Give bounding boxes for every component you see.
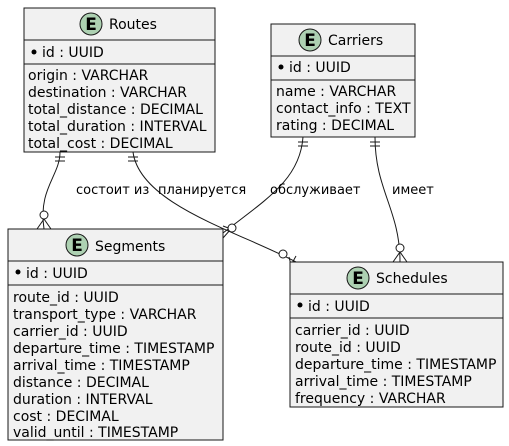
entity-segments-box [7,228,224,441]
entity-carriers-field: name : VARCHAR [276,84,396,100]
entity-routes-field: total_distance : DECIMAL [28,102,203,118]
entity-schedules: E Schedules id : UUID carrier_id : UUID … [289,261,504,408]
relation-label-carriers-schedules: имеет [392,183,434,198]
routes-segments-one-marker [55,156,65,162]
entity-segments-field: arrival_time : TIMESTAMP [13,358,190,374]
entity-schedules-pk: id : UUID [308,299,370,315]
relation-label-routes-segments: состоит из [76,183,149,198]
entity-segments-field: duration : INTERVAL [13,392,153,408]
entity-schedules-box [289,261,504,408]
entity-routes: E Routes id : UUID origin : VARCHAR dest… [23,7,216,153]
carriers-schedules-one-marker [370,141,380,147]
entity-schedules-field: departure_time : TIMESTAMP [295,357,496,373]
routes-segments-many-marker [36,210,52,230]
primary-key-icon [278,64,284,70]
entity-segments-pk: id : UUID [26,266,88,282]
relation-label-routes-schedules: планируется [158,183,246,198]
entity-carriers: E Carriers id : UUID name : VARCHAR cont… [270,23,416,138]
carriers-segments-one-marker [298,141,308,147]
entity-segments-field: route_id : UUID [13,290,119,306]
entity-segments-field: carrier_id : UUID [13,324,128,340]
primary-key-icon [31,49,37,55]
carriers-segments-many-marker [222,223,237,239]
entity-segments-field: transport_type : VARCHAR [13,307,197,323]
entity-letter-icon [79,12,103,36]
entity-carriers-badge-letter: E [304,31,316,51]
primary-key-icon [15,269,21,275]
relationship-markers [36,141,408,267]
entity-schedules-field: arrival_time : TIMESTAMP [295,374,472,390]
entity-segments-field: departure_time : TIMESTAMP [13,341,214,357]
entity-carriers-title: Carriers [328,33,383,49]
entity-segments-badge-letter: E [71,236,83,256]
relation-label-carriers-segments: обслуживает [270,183,361,198]
routes-schedules-one-marker [128,156,138,162]
edge-routes-schedules [132,151,297,263]
entity-schedules-title: Schedules [376,271,448,287]
entity-routes-title: Routes [109,17,157,33]
entity-routes-field: total_duration : INTERVAL [28,119,207,135]
entity-routes-badge-letter: E [85,15,97,35]
entity-routes-field: total_cost : DECIMAL [28,136,173,152]
entity-carriers-field: contact_info : TEXT [276,101,411,117]
entity-schedules-field: carrier_id : UUID [295,323,410,339]
entity-segments-field: valid_until : TIMESTAMP [13,425,178,441]
entity-routes-field: destination : VARCHAR [28,85,187,101]
entity-routes-pk: id : UUID [42,45,104,61]
entity-letter-icon [298,28,322,52]
entity-carriers-pk: id : UUID [289,60,351,76]
entity-segments: E Segments id : UUID route_id : UUID tra… [7,228,224,441]
carriers-schedules-many-marker [392,243,408,263]
entity-letter-icon [65,233,89,257]
entity-letter-icon [346,266,370,290]
entity-routes-field: origin : VARCHAR [28,68,149,84]
entity-segments-title: Segments [95,239,165,255]
entity-schedules-badge-letter: E [352,269,364,289]
entity-segments-field: cost : DECIMAL [13,409,119,425]
entity-segments-field: distance : DECIMAL [13,375,149,391]
entity-carriers-field: rating : DECIMAL [276,118,394,134]
edge-carriers-segments [222,136,304,234]
entity-schedules-field: frequency : VARCHAR [295,391,446,407]
entity-schedules-field: route_id : UUID [295,340,401,356]
primary-key-icon [297,302,303,308]
entity-routes-box [23,7,216,153]
edge-carriers-schedules [374,136,401,263]
